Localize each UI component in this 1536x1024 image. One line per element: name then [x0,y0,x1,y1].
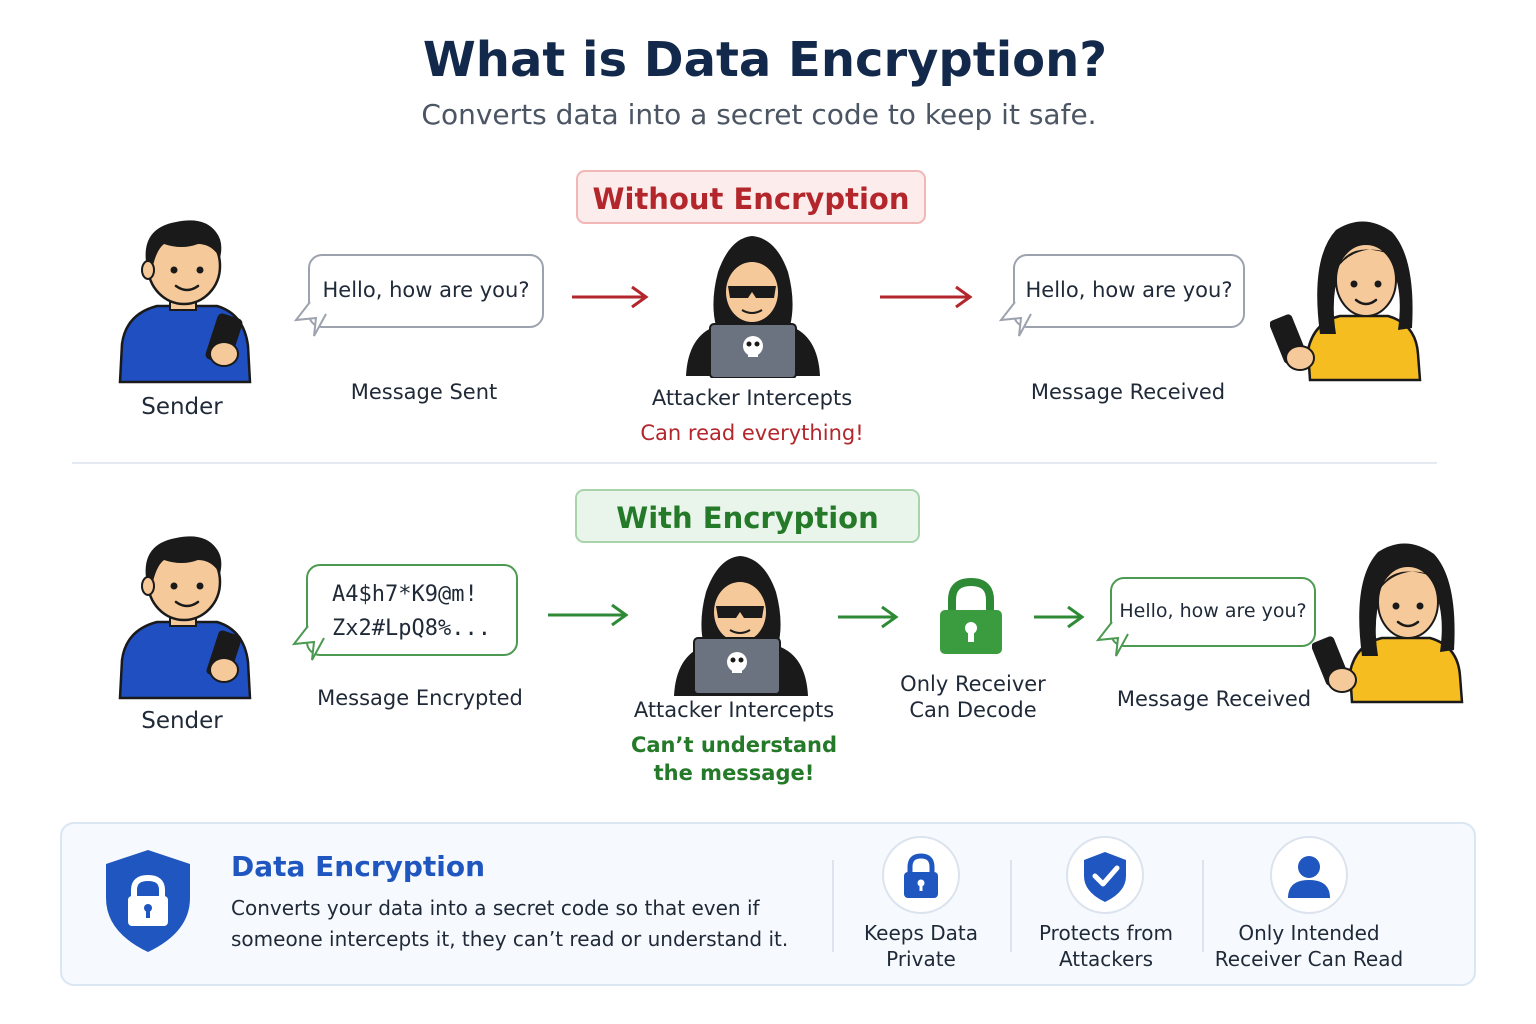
with-encryption-label: With Encryption [575,489,920,543]
arrow-right-icon [1034,605,1085,629]
lock-caption-line2: Can Decode [909,698,1037,722]
arrow-right-icon [838,605,899,629]
divider [832,860,834,952]
divider [1202,860,1204,952]
message-received-caption-bottom: Message Received [1116,687,1312,711]
divider [1010,860,1012,952]
bubble-tail [292,625,325,661]
receiver-illustration [1270,221,1422,382]
attacker-illustration [674,556,808,696]
feature-user-circle [1270,836,1348,914]
message-received-caption-top: Message Received [1030,380,1226,404]
attacker-result-bottom-line2: the message! [653,761,815,785]
summary-panel [60,822,1476,986]
arrow-right-icon [548,603,629,627]
received-text-top: Hello, how are you? [1025,278,1233,302]
summary-description: Converts your data into a secret code so… [231,896,789,951]
shield-lock-icon [106,850,190,952]
attacker-result-bottom-line1: Can’t understand [630,733,838,757]
message-bubble-plain: Hello, how are you? [308,254,544,328]
received-text-bottom: Hello, how are you? [1119,600,1307,622]
bubble-tail [1096,621,1129,657]
page-subtitle: Converts data into a secret code to keep… [421,98,1097,131]
sender-illustration [118,536,252,700]
message-sent-caption: Message Sent [350,380,498,404]
feature-shield-circle [1066,836,1144,914]
received-bubble-bottom: Hello, how are you? [1110,577,1316,647]
feature-lock-circle [882,836,960,914]
sender-label-bottom: Sender [141,708,223,734]
feature-label-receiver: Only Intended Receiver Can Read [1214,921,1404,971]
attacker-result-top: Can read everything! [640,421,864,445]
lock-icon [904,853,938,898]
attacker-caption-top: Attacker Intercepts [651,386,853,410]
arrow-right-icon [880,285,973,309]
encrypted-text-line1: A4$h7*K9@m! [332,582,478,607]
attacker-caption-bottom: Attacker Intercepts [633,698,835,722]
receiver-illustration [1312,543,1464,704]
lock-caption-line1: Only Receiver [900,672,1046,696]
page-title: What is Data Encryption? [422,32,1108,88]
summary-title: Data Encryption [231,850,486,883]
message-text: Hello, how are you? [322,278,530,302]
user-icon [1288,856,1330,898]
bubble-tail [999,301,1032,337]
sender-illustration [118,220,252,384]
encrypted-text-line2: Zx2#LpQ8%... [332,616,491,641]
attacker-illustration [686,236,820,378]
received-bubble-top: Hello, how are you? [1013,254,1245,328]
message-bubble-encrypted: A4$h7*K9@m! Zx2#LpQ8%... [306,564,518,656]
bubble-tail [294,301,327,337]
feature-label-protects: Protects from Attackers [1038,921,1174,971]
padlock-icon [940,578,1002,654]
without-encryption-label: Without Encryption [576,170,926,224]
message-encrypted-caption: Message Encrypted [317,686,523,710]
arrow-right-icon [572,285,649,309]
shield-check-icon [1084,852,1126,902]
feature-label-private: Keeps Data Private [864,921,978,971]
section-divider [72,462,1437,464]
sender-label-top: Sender [141,394,223,420]
